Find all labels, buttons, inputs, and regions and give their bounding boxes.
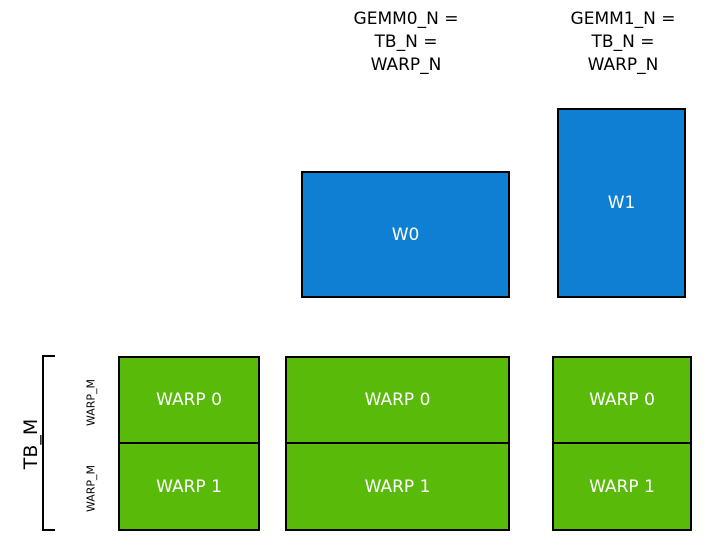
green-cell-c3-warp1-label: WARP 1 [589,476,655,497]
green-cell-c1-warp1: WARP 1 [118,443,260,531]
header-gemm1-n: GEMM1_N = TB_N = WARP_N [570,9,676,75]
green-cell-c3-warp0: WARP 0 [552,356,692,444]
green-cell-c1-warp0-label: WARP 0 [156,390,222,410]
green-cell-c3-warp1: WARP 1 [552,443,692,531]
tb-m-brace [42,355,55,531]
green-cell-c3-warp0-label: WARP 0 [589,390,655,410]
blue-box-w1-label: W1 [607,193,636,213]
green-cell-c2-warp0-label: WARP 0 [364,390,431,410]
blue-box-w1: W1 [557,108,686,298]
green-column-1: WARP 0 WARP 1 [118,356,260,531]
axis-label-warp-m-bottom: WARP_M [84,464,98,513]
axis-label-tb-m: TB_M [20,418,42,470]
green-cell-c2-warp0: WARP 0 [285,356,510,444]
blue-box-w0: W0 [301,171,510,298]
header-gemm0-n: GEMM0_N = TB_N = WARP_N [353,9,459,75]
green-column-2: WARP 0 WARP 1 [285,356,510,531]
blue-box-w0-label: W0 [391,224,420,245]
green-cell-c2-warp1-label: WARP 1 [364,476,431,497]
axis-label-warp-m-top: WARP_M [84,378,98,427]
green-cell-c1-warp0: WARP 0 [118,356,260,444]
green-cell-c2-warp1: WARP 1 [285,443,510,531]
green-column-3: WARP 0 WARP 1 [552,356,692,531]
green-cell-c1-warp1-label: WARP 1 [156,476,222,497]
